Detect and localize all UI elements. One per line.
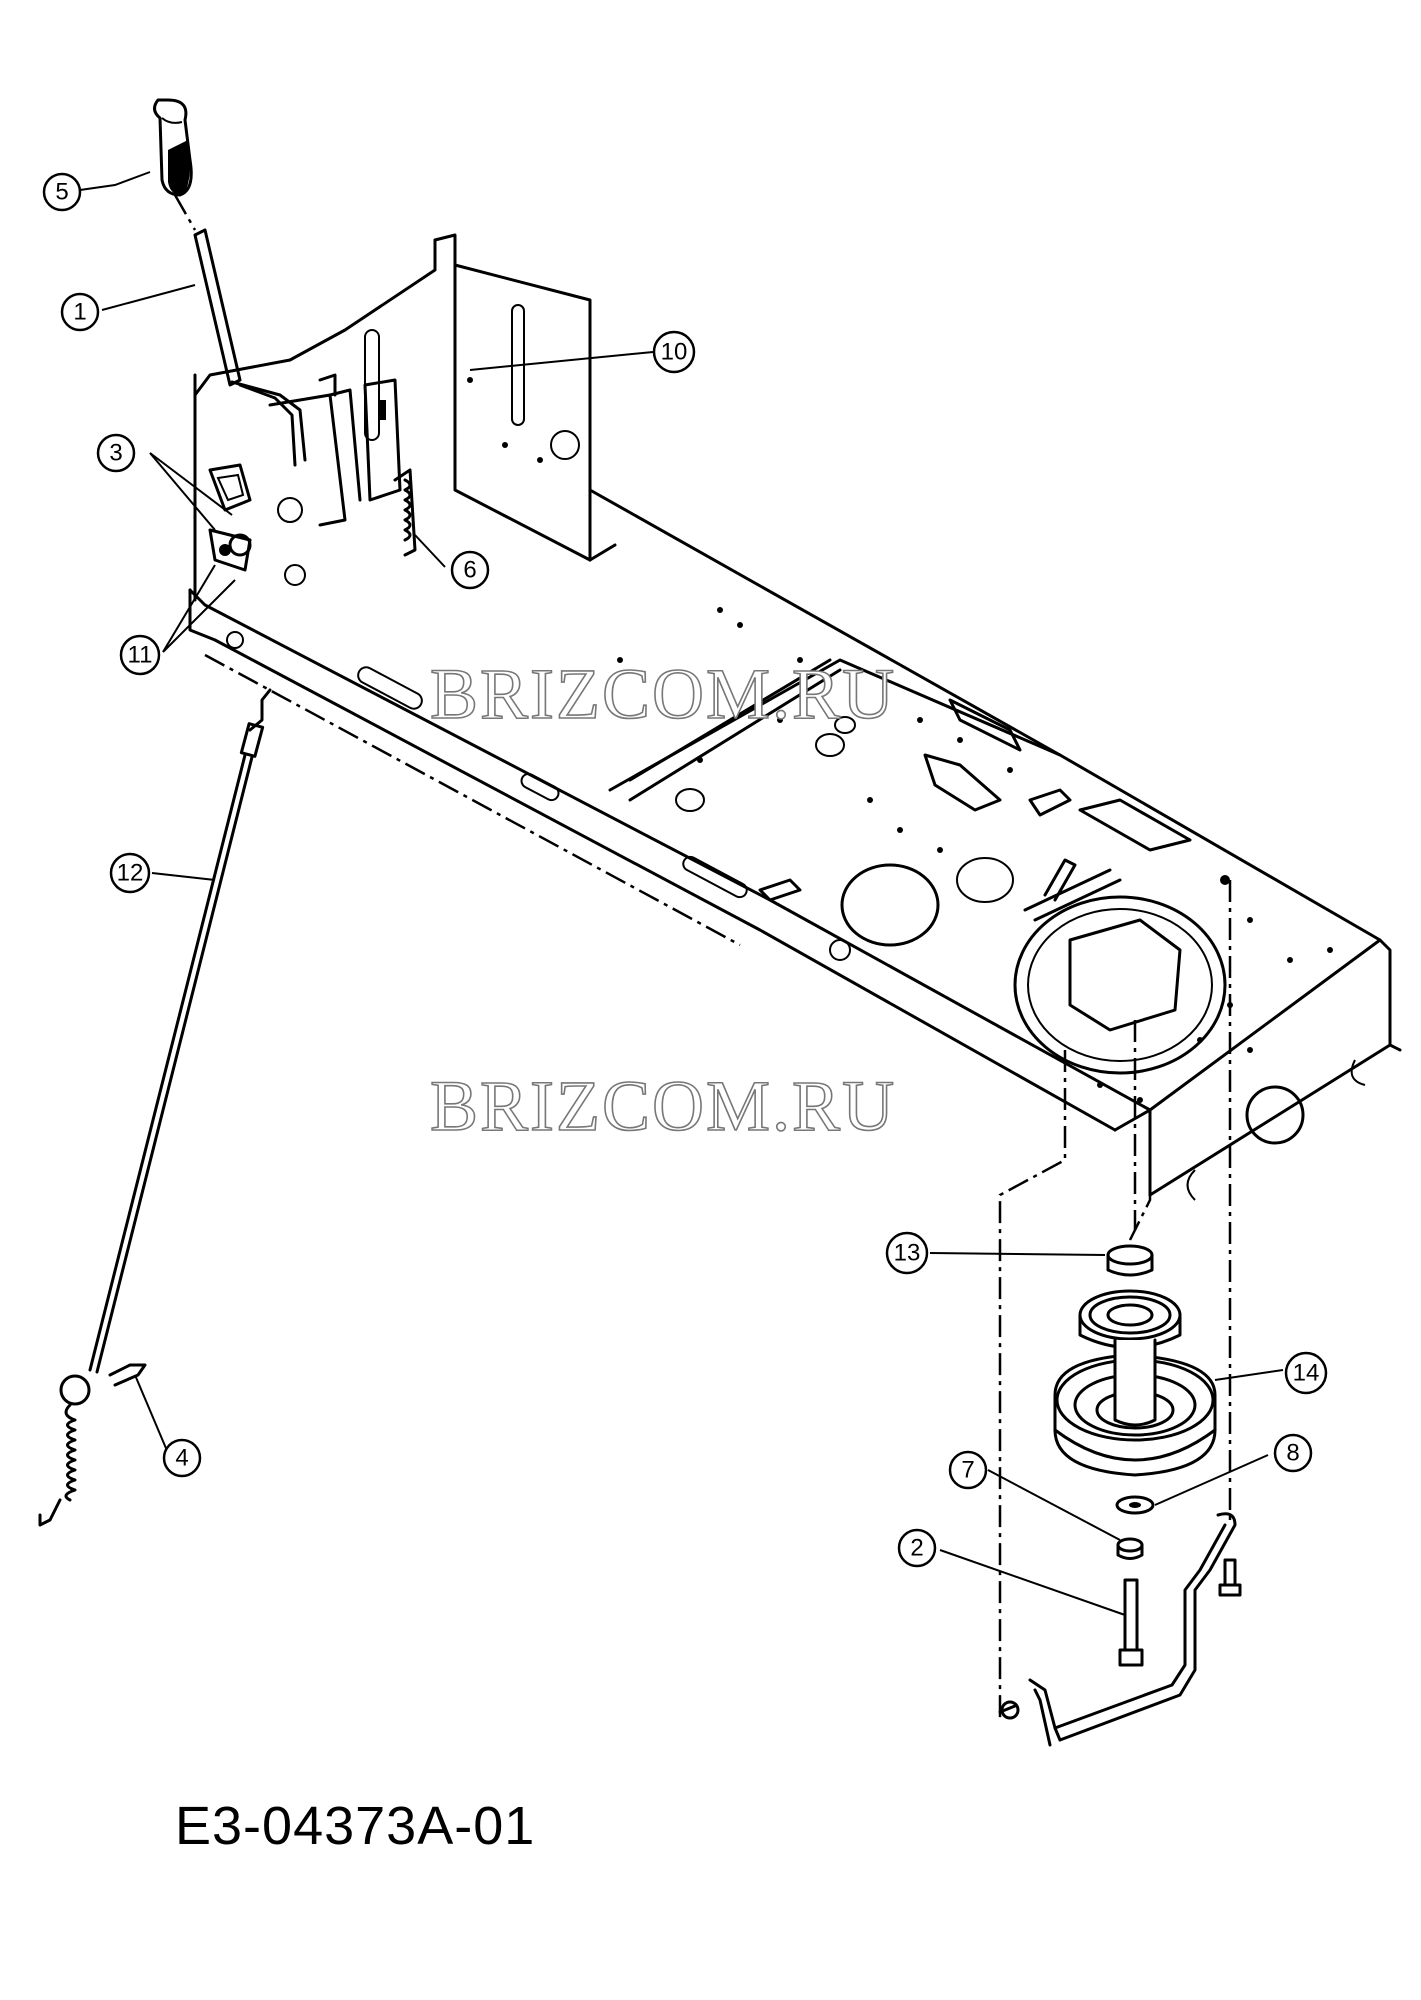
callout-14-label: 14 — [1293, 1360, 1320, 1387]
cable-12 — [38, 688, 272, 1527]
callout-4 — [162, 1438, 202, 1478]
callout-11-label: 11 — [128, 642, 153, 669]
spring-6 — [403, 478, 412, 542]
callout-7-label: 7 — [961, 1457, 974, 1484]
callout-10-label: 10 — [661, 339, 688, 366]
callout-6 — [450, 550, 490, 590]
callout-14 — [1284, 1351, 1328, 1395]
callout-12-label: 12 — [117, 860, 144, 887]
frame-assembly — [188, 233, 1402, 1201]
callout-12 — [109, 852, 151, 894]
callout-13 — [885, 1231, 929, 1275]
callout-8-label: 8 — [1286, 1440, 1299, 1467]
callout-5-label: 5 — [55, 179, 68, 206]
callout-1 — [60, 292, 100, 332]
bracket-3 — [208, 463, 252, 572]
drawing-code: E3-04373A-01 — [175, 1796, 536, 1856]
watermark-2: BRIZCOM.RU — [430, 1066, 896, 1146]
callout-5 — [42, 172, 82, 212]
callout-3 — [96, 433, 136, 473]
callout-4-label: 4 — [175, 1445, 188, 1472]
callout-3-label: 3 — [109, 440, 122, 467]
callouts: 5 1 10 3 6 11 12 4 13 14 7 8 2 — [42, 171, 1328, 1616]
watermark-1: BRIZCOM.RU — [430, 654, 896, 734]
callout-2-label: 2 — [910, 1535, 923, 1562]
callout-13-label: 13 — [894, 1240, 921, 1267]
callout-1-label: 1 — [73, 299, 86, 326]
pulley-assembly — [998, 880, 1242, 1747]
callout-11 — [119, 634, 161, 676]
callout-6-label: 6 — [463, 557, 476, 584]
callout-7 — [948, 1450, 988, 1490]
callout-10 — [652, 330, 696, 374]
callout-2 — [897, 1528, 937, 1568]
lift-lever — [153, 98, 417, 557]
callout-8 — [1273, 1433, 1313, 1473]
